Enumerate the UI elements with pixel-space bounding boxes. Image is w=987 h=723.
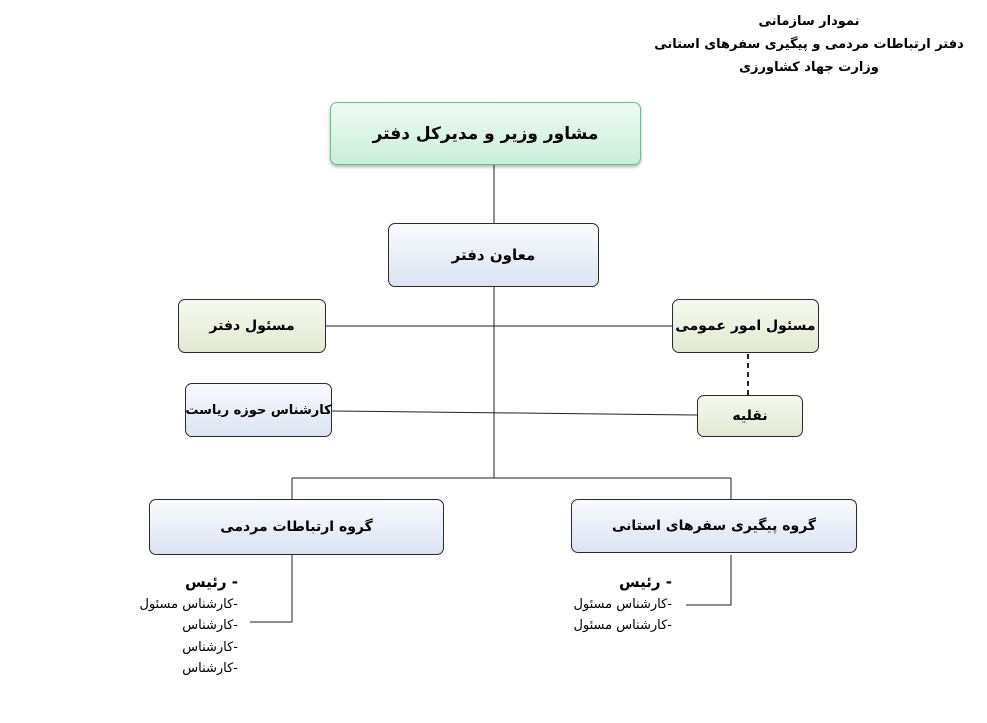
- node-provincial-trips-group-label: گروه پیگیری سفرهای استانی: [611, 518, 817, 534]
- node-public-relations-group: گروه ارتباطات مردمی: [149, 499, 444, 555]
- public-relations-members: - رئیس -کارشناس مسئول -کارشناس -کارشناس …: [139, 572, 238, 680]
- header-title: نمودار سازمانی: [758, 14, 860, 29]
- node-deputy: معاون دفتر: [388, 223, 599, 287]
- chart-header: نمودار سازمانی دفتر ارتباطات مردمی و پیگ…: [649, 10, 969, 79]
- node-transport: نقلیه: [697, 395, 803, 437]
- member-item: -کارشناس مسئول: [139, 596, 238, 612]
- node-general-affairs: مسئول امور عمومی: [672, 299, 819, 353]
- member-head: - رئیس: [618, 573, 672, 591]
- node-general-affairs-label: مسئول امور عمومی: [675, 318, 816, 334]
- node-office-officer-label: مسئول دفتر: [209, 318, 295, 334]
- node-office-officer: مسئول دفتر: [178, 299, 326, 353]
- node-provincial-trips-group: گروه پیگیری سفرهای استانی: [571, 499, 857, 553]
- member-item: -کارشناس: [182, 639, 238, 655]
- node-transport-label: نقلیه: [732, 408, 768, 424]
- member-item: -کارشناس: [182, 618, 238, 633]
- connector-right-members: [686, 555, 732, 606]
- node-presidency-expert-label: کارشناس حوزه ریاست: [185, 402, 332, 418]
- member-head: - رئیس: [184, 573, 238, 591]
- header-ministry: وزارت جهاد کشاورزی: [739, 60, 879, 75]
- node-public-relations-group-label: گروه ارتباطات مردمی: [220, 519, 373, 535]
- node-presidency-expert: کارشناس حوزه ریاست: [185, 383, 332, 437]
- node-advisor-director: مشاور وزیر و مدیرکل دفتر: [330, 102, 641, 165]
- connector-left-members: [250, 555, 293, 623]
- member-item: -کارشناس: [182, 661, 238, 676]
- node-deputy-label: معاون دفتر: [451, 246, 536, 264]
- connector-expert-transport: [331, 410, 698, 416]
- node-advisor-director-label: مشاور وزیر و مدیرکل دفتر: [372, 123, 599, 144]
- header-office: دفتر ارتباطات مردمی و پیگیری سفرهای استا…: [654, 37, 964, 52]
- provincial-trips-members: - رئیس -کارشناس مسئول -کارشناس مسئول: [573, 572, 672, 637]
- member-item: -کارشناس مسئول: [573, 618, 672, 633]
- member-item: -کارشناس مسئول: [573, 596, 672, 612]
